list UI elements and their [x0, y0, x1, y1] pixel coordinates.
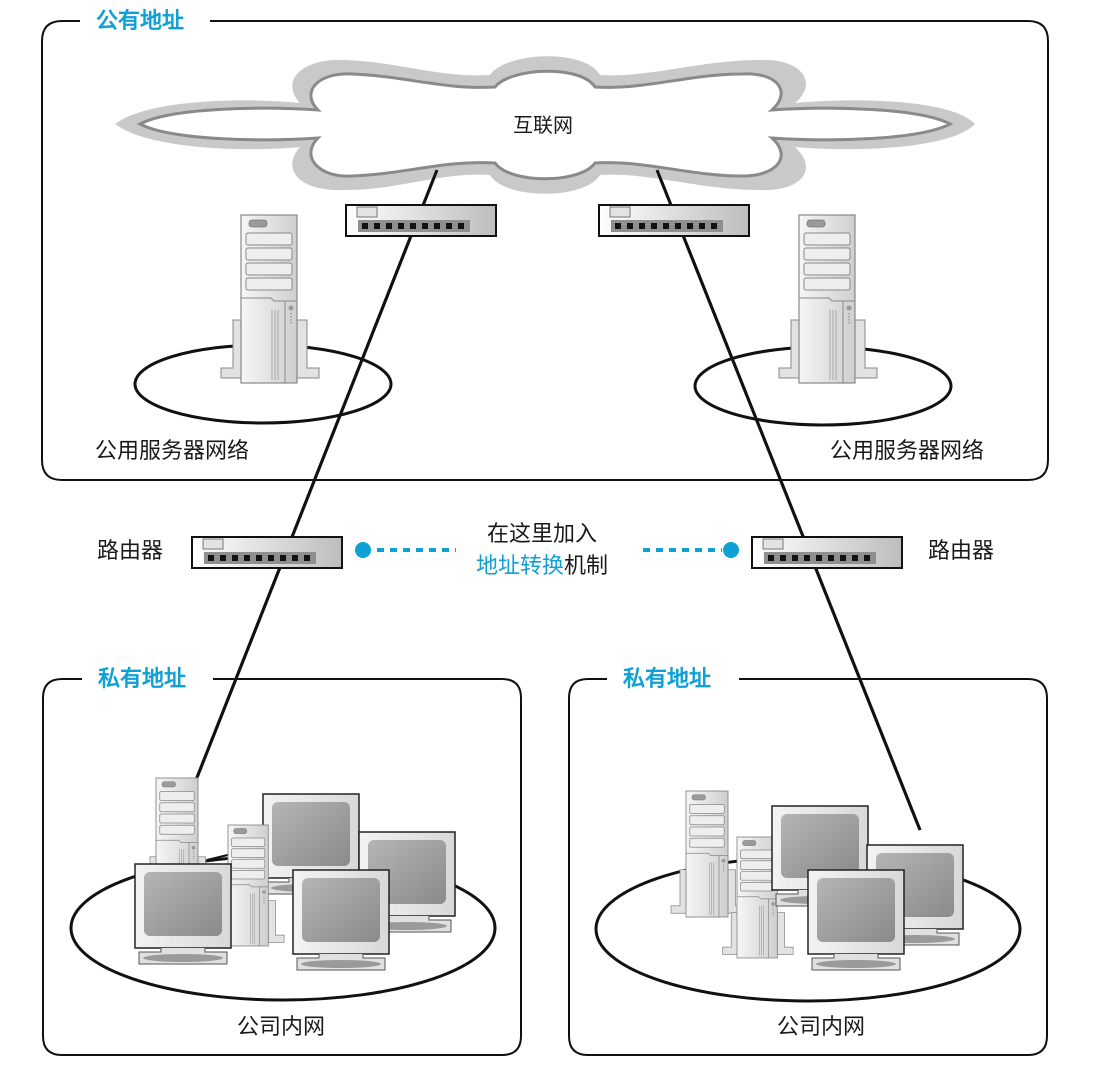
switch-icon — [598, 204, 750, 237]
nat-note-line2: 地址转换机制 — [476, 556, 608, 578]
private-zone-title-right: 私有地址 — [609, 669, 726, 691]
corporate-lan-label-right: 公司内网 — [777, 1015, 866, 1040]
monitor-icon — [134, 863, 232, 965]
nat-connector-right — [643, 542, 739, 558]
private-zone-title-left: 私有地址 — [84, 669, 201, 691]
corporate-lan-left-devices — [134, 777, 456, 971]
nat-note-line1: 在这里加入 — [487, 522, 598, 547]
server-network-label-left: 公用服务器网络 — [95, 439, 250, 464]
internet-label: 互联网 — [513, 113, 573, 137]
server-network-label-right: 公用服务器网络 — [830, 439, 985, 464]
private-zone-frame-right — [568, 678, 1048, 1056]
server-tower-icon — [220, 214, 320, 384]
public-zone-frame — [41, 20, 1049, 481]
public-zone-title: 公有地址 — [82, 11, 199, 33]
corporate-lan-right-devices — [670, 790, 964, 971]
router-label-left: 路由器 — [97, 539, 164, 564]
monitor-icon — [807, 869, 905, 971]
server-tower-icon — [670, 790, 746, 918]
left-uplink-line-overlay — [194, 169, 439, 781]
switch-icon — [345, 204, 497, 237]
router-label-right: 路由器 — [928, 539, 995, 564]
nat-connector-left — [355, 542, 456, 558]
nat-note-highlight: 地址转换 — [476, 554, 565, 579]
private-zone-frame-left — [42, 678, 522, 1056]
right-uplink-line-overlay — [655, 169, 922, 831]
router-icon — [751, 536, 903, 569]
monitor-icon — [292, 869, 390, 971]
cloud-icon — [115, 56, 975, 194]
nat-note-rest: 机制 — [564, 554, 609, 579]
router-icon — [191, 536, 343, 569]
server-tower-icon — [778, 214, 878, 384]
corporate-lan-label-left: 公司内网 — [237, 1015, 326, 1040]
